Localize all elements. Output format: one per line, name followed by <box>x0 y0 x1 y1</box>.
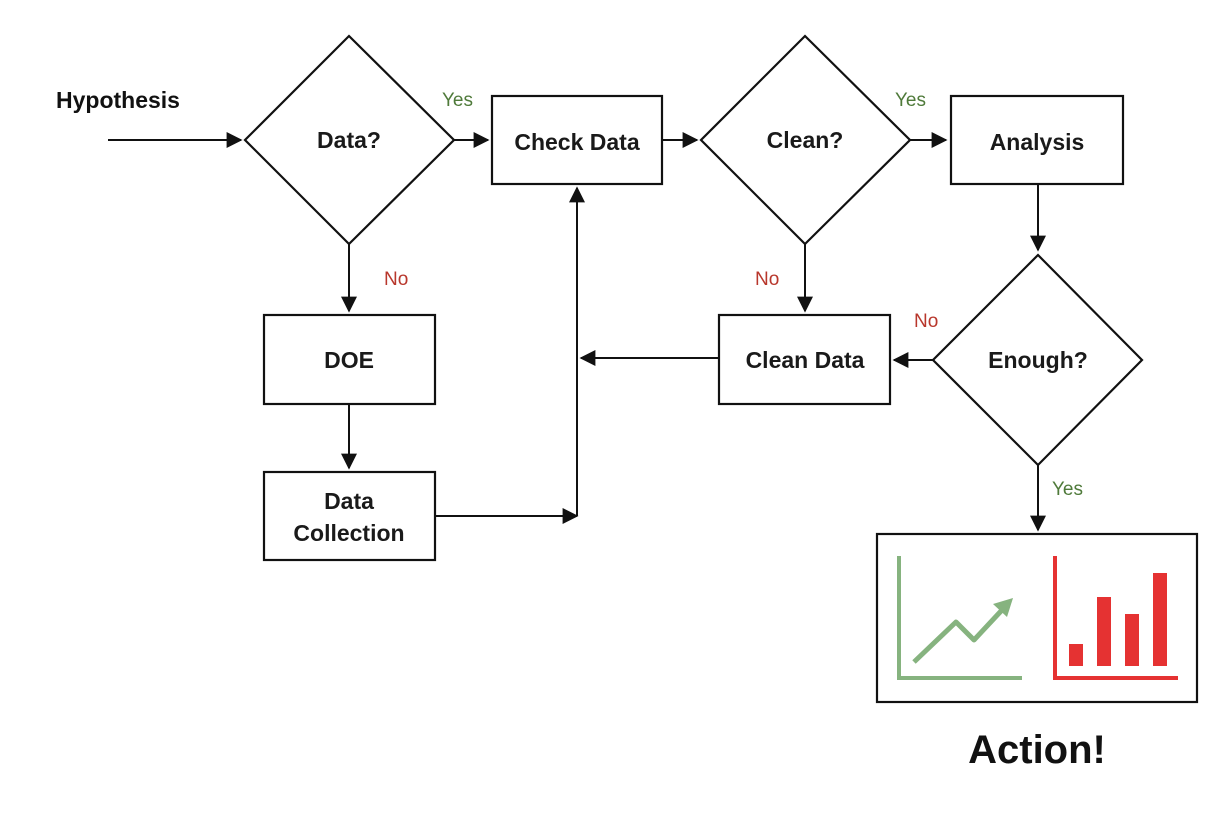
decision-clean-label: Clean? <box>767 127 844 153</box>
decision-data: Data? <box>243 34 456 246</box>
outcome-label: Action! <box>968 728 1106 772</box>
process-check-data: Check Data <box>490 94 664 186</box>
bar-chart-icon <box>1053 556 1178 680</box>
bar-chart-bar-2 <box>1097 597 1111 666</box>
line-chart-icon <box>897 556 1022 680</box>
edge-label-data-yes: Yes <box>442 90 473 111</box>
process-analysis: Analysis <box>949 94 1125 186</box>
data-collection-label-line1: Data <box>324 488 374 514</box>
analysis-label: Analysis <box>990 129 1085 155</box>
decision-data-label: Data? <box>317 127 381 153</box>
line-chart-arrowhead <box>993 598 1013 617</box>
process-clean-data: Clean Data <box>717 313 892 406</box>
decision-data-shape <box>243 34 456 246</box>
bar-chart-bar-1 <box>1069 644 1083 666</box>
edge-label-enough-yes: Yes <box>1052 479 1083 500</box>
decision-enough-label: Enough? <box>988 347 1088 373</box>
process-data-collection: Data Collection <box>262 470 437 562</box>
analysis-box <box>949 94 1125 186</box>
decision-enough-shape <box>931 253 1144 467</box>
edge-label-data-no: No <box>384 269 408 290</box>
outcome-box <box>875 532 1199 704</box>
bar-chart-axes <box>1053 556 1178 680</box>
bar-chart-bar-4 <box>1153 573 1167 666</box>
decision-clean-shape <box>699 34 912 246</box>
edge-label-clean-yes: Yes <box>895 90 926 111</box>
check-data-label: Check Data <box>514 129 639 155</box>
clean-data-label: Clean Data <box>746 347 865 373</box>
data-collection-box <box>262 470 437 562</box>
clean-data-box <box>717 313 892 406</box>
edges <box>108 132 1046 532</box>
decision-clean: Clean? <box>699 34 912 246</box>
decision-enough: Enough? <box>931 253 1144 467</box>
line-chart-trend <box>912 608 1004 664</box>
check-data-box <box>490 94 664 186</box>
edge-label-clean-no: No <box>755 269 779 290</box>
doe-box <box>262 313 437 406</box>
bar-chart-bar-3 <box>1125 614 1139 666</box>
doe-label: DOE <box>324 347 374 373</box>
data-collection-label-line2: Collection <box>293 520 404 546</box>
line-chart-axes <box>897 556 1022 680</box>
process-doe: DOE <box>262 313 437 406</box>
start-label: Hypothesis <box>56 87 180 113</box>
outcome-frame <box>875 532 1199 704</box>
edge-label-enough-no: No <box>914 311 938 332</box>
